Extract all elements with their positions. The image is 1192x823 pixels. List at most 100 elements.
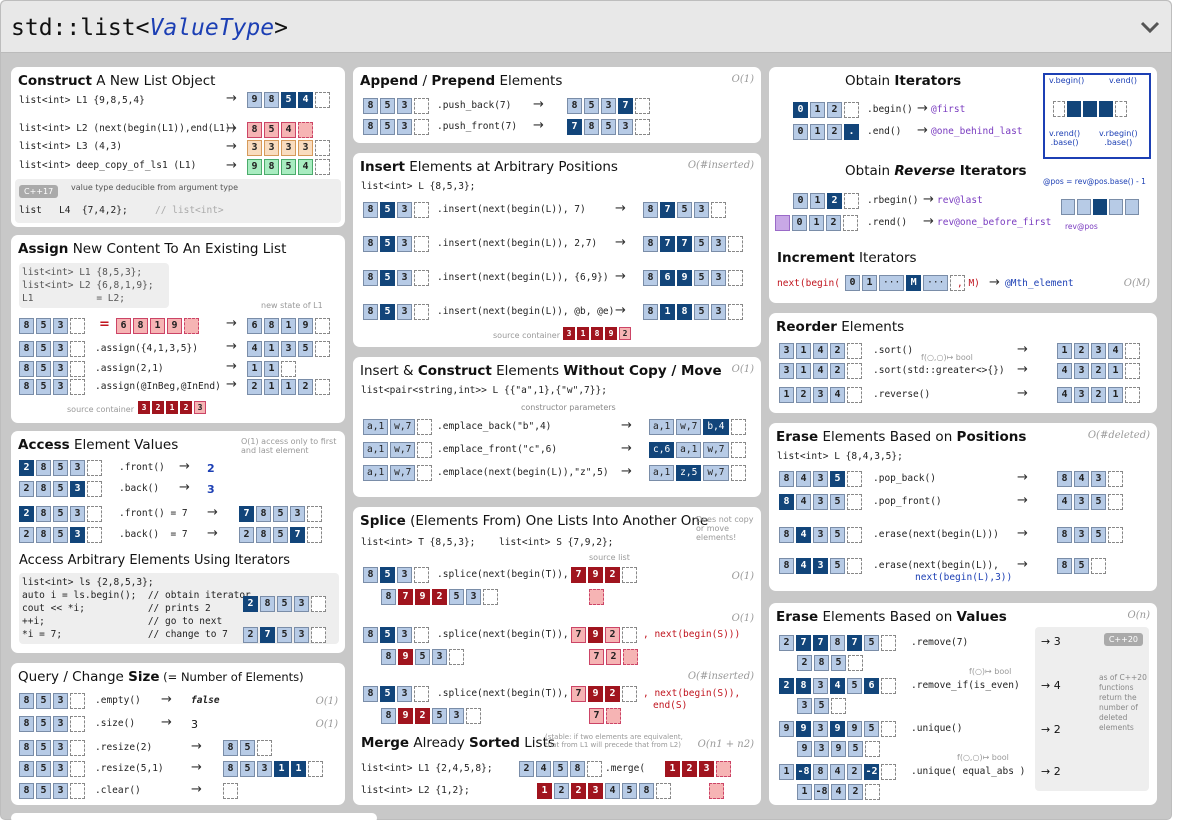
assign-newstate-label: new state of L1 (261, 301, 323, 310)
erase-range-end: next(begin(L),3)) (915, 572, 1013, 583)
construct-line-3: list<int> L3 (4,3) (19, 141, 122, 152)
splice-heading: Splice (Elements From) One Lists Into An… (360, 513, 709, 529)
sort-call: .sort() (873, 345, 914, 356)
panel-insert: Insert Elements at Arbitrary Positions O… (353, 153, 761, 347)
construct-line-5: list L4 {7,4,2}; (19, 205, 128, 216)
remove-if-result: → 4 (1041, 679, 1061, 692)
merge-decl-1: list<int> L1 {2,4,5,8}; (361, 763, 493, 774)
panel-splice: Splice (Elements From) One Lists Into An… (353, 507, 761, 805)
vrbegin-label: v.rbegin() .base() (1099, 129, 1138, 147)
panel-erase-values: Erase Elements Based on Values O(n) C++2… (769, 603, 1157, 805)
front-value: 2 (207, 462, 215, 475)
panel-size: Query / Change Size (= Number of Element… (11, 663, 345, 805)
one-behind-last-label: @one_behind_last (931, 126, 1023, 137)
unique-fn-label: f(○,○)↦ bool (957, 753, 1009, 762)
front-assign: .front() = 7 (119, 508, 188, 519)
iterators-heading: Obtain Iterators (845, 73, 962, 89)
header-bar: std::list<ValueType> (1, 1, 1171, 53)
chevron-down-icon[interactable] (1139, 19, 1161, 35)
cpp20-badge: C++20 (1103, 633, 1143, 646)
emplace-decl: list<pair<string,int>> L {{"a",1},{"w",7… (361, 385, 607, 396)
splice-op-3: .splice(next(begin(T)), (437, 688, 575, 699)
rbegin-call: .rbegin() (867, 195, 919, 206)
insert-op-4: .insert(next(begin(L)), @b, @e) (437, 306, 615, 317)
merge-decl-2: list<int> L2 {1,2}; (361, 785, 470, 796)
reverse-call: .reverse() (873, 389, 931, 400)
empty-call: .empty() (95, 695, 141, 706)
remove-result: → 3 (1041, 635, 1061, 648)
vbegin-label: v.begin() (1049, 76, 1085, 85)
construct-heading: Construct A New List Object (18, 73, 216, 89)
insert-heading: Insert Elements at Arbitrary Positions (360, 159, 618, 175)
remove-call: .remove(7) (911, 637, 969, 648)
sort-greater-call: .sort(std::greater<>{}) (873, 365, 1005, 376)
assign-code: list<int> L1 {8,5,3}; list<int> L2 {6,8,… (19, 263, 169, 308)
reorder-fn-label: f(○,○)↦ bool (921, 353, 973, 362)
erase-one-call: .erase(next(begin(L))) (873, 529, 999, 540)
ctor-params-label: constructor parameters (521, 403, 616, 412)
unique-result: → 2 (1041, 723, 1061, 736)
merge-call: .merge( (605, 763, 646, 774)
assign-op-2: .assign({4,1,3,5}) (95, 343, 198, 354)
app-window: std::list<ValueType> Construct A New Lis… (0, 0, 1172, 820)
panel-emplace: Insert & Construct Elements Without Copy… (353, 357, 761, 497)
assign-source-label: source container (67, 405, 135, 414)
append-complexity: O(1) (731, 74, 754, 85)
construct-line-4: list<int> deep_copy_of_ls1 (L1) (19, 160, 197, 171)
empty-result: false (191, 695, 220, 706)
back-call: .back() (119, 483, 160, 494)
splice-op-1: .splice(next(begin(T)), (437, 569, 575, 580)
first-label: @first (931, 104, 966, 115)
vend-label: v.end() (1109, 76, 1137, 85)
resize-5-1: .resize(5,1) (95, 763, 164, 774)
insert-complexity: O(#inserted) (687, 160, 754, 171)
erase-positions-complexity: O(#deleted) (1087, 430, 1150, 441)
pop-front-call: .pop_front() (873, 496, 942, 507)
splice-complexity-1: O(1) (731, 571, 754, 582)
splice-decl-s: list<int> S {7,9,2}; (499, 537, 614, 548)
reorder-heading: Reorder Elements (776, 319, 905, 335)
increment-m-arg: , M) (957, 278, 980, 289)
emplace-call: .emplace(next(begin(L)),"z",5) (437, 467, 609, 478)
unique-binary-call: .unique( equal_abs ) (911, 766, 1026, 777)
begin-call: .begin() (867, 104, 913, 115)
panel-next-stub (11, 813, 377, 823)
resize-2: .resize(2) (95, 742, 153, 753)
cpp17-box: C++17 value type deducible from argument… (15, 179, 341, 223)
clear-call: .clear() (95, 785, 141, 796)
pos-base-formula: @pos = rev@pos.base() - 1 (1043, 177, 1146, 186)
access-note: O(1) access only to first and last eleme… (241, 437, 337, 455)
panel-iterators: Obtain Iterators 012. .begin() →@first 0… (769, 67, 1157, 303)
vrend-label: v.rend() .base() (1049, 129, 1081, 147)
emplace-front-call: .emplace_front("c",6) (437, 444, 558, 455)
insert-decl: list<int> L {8,5,3}; (361, 181, 476, 192)
source-list-label: source list (589, 553, 630, 562)
erase-values-heading: Erase Elements Based on Values (776, 609, 1007, 625)
unique-call: .unique() (911, 723, 963, 734)
splice-note: Does not copy or move elements! (696, 515, 754, 542)
list-l2: 854. (247, 122, 315, 138)
splice-op-3-end: end(S) (653, 700, 688, 711)
panel-append: Append / Prepend Elements O(1) 853. .pus… (353, 67, 761, 143)
assign-heading: Assign New Content To An Existing List (18, 241, 287, 257)
insert-op-2: .insert(next(begin(L)), 2,7) (437, 238, 598, 249)
back-assign: .back() = 7 (119, 529, 188, 540)
push-back-call: .push_back(7) (437, 100, 512, 111)
size-complexity: O(1) (315, 719, 338, 730)
splice-op-3-arg: , next(begin(S)), (643, 688, 741, 699)
assign-op-3: .assign(2,1) (95, 363, 164, 374)
splice-complexity-3: O(#inserted) (687, 671, 754, 682)
increment-heading: Increment Iterators (777, 250, 917, 266)
cpp17-badge: C++17 (19, 185, 59, 198)
reverse-iterators-heading: Obtain Reverse Iterators (845, 163, 1027, 179)
cpp20-box: C++20 → 3 → 4 → 2 → 2 as of C++20 functi… (1035, 627, 1149, 791)
rev-last-label: rev@last (937, 195, 983, 206)
assign-l1: 853. (19, 318, 87, 334)
size-call: .size() (95, 718, 136, 729)
back-value: 3 (207, 483, 215, 496)
erase-range-call: .erase(next(begin(L)), (873, 560, 999, 571)
panel-assign: Assign New Content To An Existing List l… (11, 235, 345, 423)
